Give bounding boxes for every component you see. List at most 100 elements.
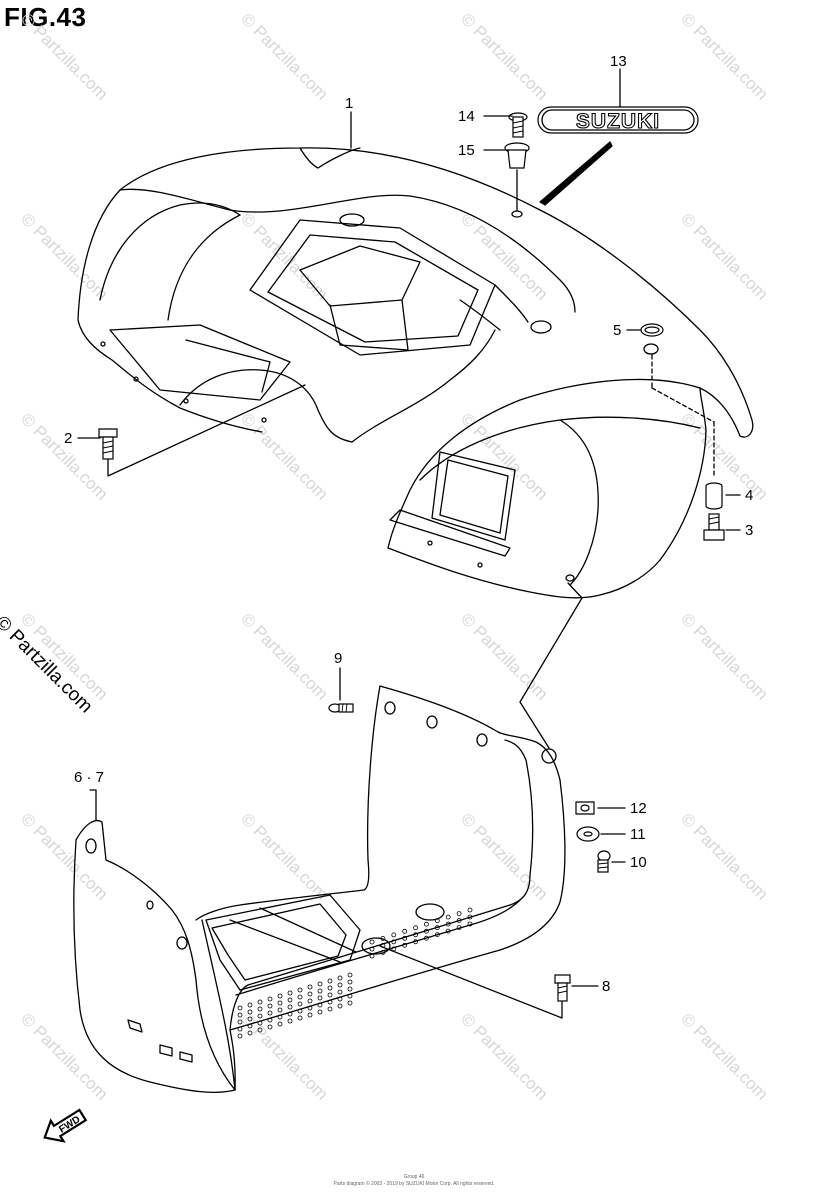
tread-dot	[327, 999, 333, 1005]
watermark-text: © Partzilla.com	[677, 609, 771, 703]
watermark-text: © Partzilla.com	[677, 1009, 771, 1103]
tread-dot	[327, 1006, 333, 1012]
part-11-washer	[576, 826, 600, 842]
tread-dot	[434, 918, 440, 924]
part-4-collar	[705, 482, 723, 510]
callouts: 1 13 14 15 5 2 4 3 9 6 · 7 12 11 10 8	[64, 53, 753, 995]
tread-dot	[317, 981, 323, 987]
tread-dot	[257, 999, 263, 1005]
tread-dot	[237, 1005, 243, 1011]
tread-dot	[434, 925, 440, 931]
part-9-screw	[328, 703, 354, 713]
watermark-text: © Partzilla.com	[457, 609, 551, 703]
watermark-text: © Partzilla.com	[677, 409, 771, 503]
tread-dot	[317, 995, 323, 1001]
tread-dot	[287, 1018, 293, 1024]
watermark-text: © Partzilla.com	[677, 809, 771, 903]
tread-dot	[467, 914, 473, 920]
tread-dot	[257, 1013, 263, 1019]
tread-dot	[287, 1011, 293, 1017]
callout-3: 3	[745, 522, 753, 539]
tread-dot	[237, 1019, 243, 1025]
callout-8: 8	[602, 978, 610, 995]
tread-dot	[247, 1002, 253, 1008]
tread-dot	[337, 996, 343, 1002]
tread-dot	[423, 935, 429, 941]
tread-dot	[337, 982, 343, 988]
callout-9: 9	[334, 650, 342, 667]
part-3-bolt	[703, 513, 725, 541]
tread-dot	[347, 986, 353, 992]
part-8-bolt	[554, 974, 571, 1002]
tread-dot	[317, 1009, 323, 1015]
tread-dot	[307, 991, 313, 997]
watermark-text: © Partzilla.com	[457, 809, 551, 903]
tread-dot	[297, 1008, 303, 1014]
watermark-text: © Partzilla.com	[17, 1009, 111, 1103]
footrest-floor	[73, 685, 566, 1094]
tread-dot	[307, 998, 313, 1004]
part-5-plug	[640, 323, 664, 337]
watermark-text: © Partzilla.com	[237, 209, 331, 303]
part-13-emblem: SUZUKI	[537, 106, 699, 134]
tread-dot	[391, 932, 397, 938]
tread-dot	[257, 1027, 263, 1033]
tread-dot	[327, 978, 333, 984]
tread-dot	[402, 935, 408, 941]
tread-dot	[445, 921, 451, 927]
callout-14: 14	[458, 108, 475, 125]
leader-lines	[77, 68, 741, 1019]
callout-4: 4	[745, 487, 753, 504]
tread-dot	[247, 1030, 253, 1036]
part-14-screw	[508, 112, 528, 138]
tread-dot	[445, 914, 451, 920]
tread-dot	[297, 1001, 303, 1007]
tread-dot	[347, 972, 353, 978]
tread-dot	[257, 1006, 263, 1012]
tread-dot	[369, 939, 375, 945]
watermark-text: © Partzilla.com	[677, 9, 771, 103]
tread-dot	[267, 1024, 273, 1030]
tread-dot	[423, 921, 429, 927]
tread-dot	[287, 990, 293, 996]
tread-dot	[391, 939, 397, 945]
watermark-text: © Partzilla.com	[237, 809, 331, 903]
tread-dot	[380, 950, 386, 955]
tread-dot	[369, 953, 375, 959]
tread-dot	[347, 979, 353, 985]
tread-dot	[456, 925, 462, 930]
watermark-text: © Partzilla.com	[457, 1009, 551, 1103]
tread-dot	[347, 993, 353, 999]
tread-dot	[327, 992, 333, 998]
footer-group: Group 46	[403, 1174, 425, 1180]
tread-dot	[380, 936, 386, 941]
watermark-text: © Partzilla.com	[237, 609, 331, 703]
tread-dot	[337, 989, 343, 995]
tread-dot	[347, 1000, 353, 1006]
tread-dot	[423, 928, 429, 934]
tread-dot	[237, 1012, 243, 1018]
tread-dot	[369, 946, 375, 952]
tread-dot	[413, 939, 419, 945]
tread-dot	[267, 1003, 273, 1009]
part-12-nut	[575, 801, 595, 815]
tread-dot	[247, 1009, 253, 1015]
callout-1: 1	[345, 95, 353, 112]
part-10-screw	[597, 850, 611, 873]
watermark-text: © Partzilla.com	[457, 209, 551, 303]
callout-6-7: 6 · 7	[74, 769, 104, 786]
callout-11: 11	[630, 826, 646, 843]
footer-copyright: Parts diagram © 2003 - 2019 by SUZUKI Mo…	[333, 1181, 495, 1187]
tread-dot	[434, 932, 440, 938]
watermark-text: © Partzilla.com	[17, 9, 111, 103]
tread-dot	[467, 921, 473, 927]
tread-dot	[267, 996, 273, 1002]
tread-dot	[327, 985, 333, 991]
tread-dot	[445, 928, 451, 934]
rear-fender	[77, 147, 754, 599]
callout-13: 13	[610, 53, 627, 70]
tread-dots	[237, 907, 473, 1039]
callout-15: 15	[458, 142, 475, 159]
tread-dot	[456, 911, 462, 916]
